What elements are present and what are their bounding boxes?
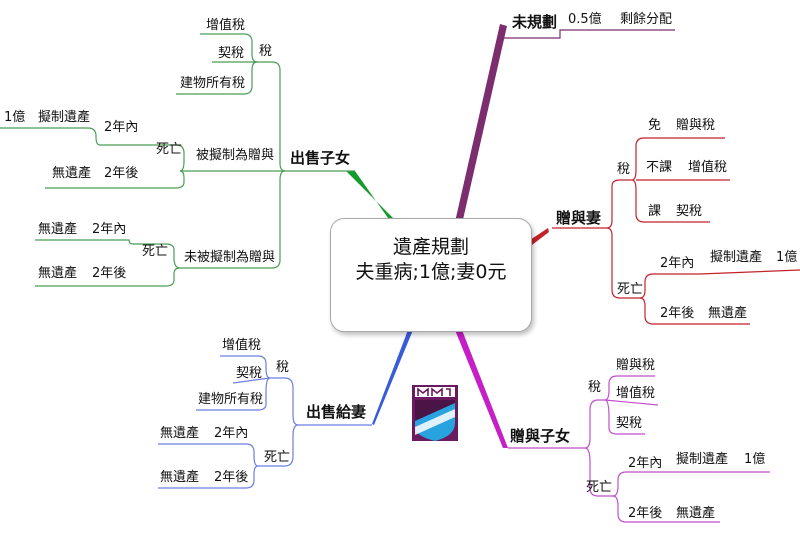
node-gift-to-wife-not-taxed-item: 增值稅 [688, 160, 728, 175]
node-deemed-gift-within-2y-amount: 1億 [4, 110, 26, 125]
node-deemed-gift-after-2y-item: 無遺產 [52, 166, 92, 181]
node-deemed-gift-within-2y: 2年內 [104, 120, 139, 135]
node-gift-to-wife-exempt-item: 贈與稅 [676, 118, 716, 133]
node-gift-to-wife-tax[interactable]: 稅 [617, 162, 631, 177]
branch-unplanned-connector [455, 24, 507, 224]
node-gift-to-children-tax-item-2: 增值稅 [616, 386, 656, 401]
node-gift-to-wife[interactable]: 贈與妻 [556, 209, 602, 227]
node-not-deemed-gift-within-2y: 2年內 [92, 222, 127, 237]
node-sell-to-children-tax-item-1: 增值稅 [206, 18, 246, 33]
node-sell-to-wife-tax-item-2: 契稅 [236, 366, 263, 381]
node-not-deemed-gift-after-2y-item: 無遺產 [38, 266, 78, 281]
company-logo-icon [412, 385, 458, 441]
node-gift-to-wife-within-2y-item: 擬制遺產 [710, 250, 763, 265]
branch-sell-to-children-connector [346, 171, 393, 218]
node-sell-to-children-tax[interactable]: 稅 [259, 44, 273, 59]
node-gift-to-wife-after-2y-item: 無遺產 [708, 306, 748, 321]
node-unplanned[interactable]: 未規劃 [512, 13, 558, 31]
node-sell-to-children-tax-item-2: 契稅 [218, 46, 245, 61]
node-gift-to-wife-within-2y-amount: 1億 [776, 250, 798, 265]
node-sell-to-wife-after-2y: 2年後 [214, 470, 249, 485]
node-gift-to-children-tax[interactable]: 稅 [588, 380, 602, 395]
node-sell-to-wife[interactable]: 出售給妻 [306, 403, 367, 421]
node-gift-to-children-after-2y: 2年後 [628, 506, 663, 521]
node-gift-to-wife-death[interactable]: 死亡 [617, 282, 644, 297]
node-deemed-gift-death[interactable]: 死亡 [156, 142, 183, 157]
node-gift-to-wife-not-taxed: 不課 [646, 160, 673, 175]
node-sell-to-wife-tax-item-1: 增值稅 [222, 338, 262, 353]
node-gift-to-children[interactable]: 贈與子女 [510, 427, 571, 445]
node-sell-to-wife-tax[interactable]: 稅 [276, 360, 290, 375]
node-gift-to-children-within-2y: 2年內 [628, 456, 663, 471]
node-gift-to-children-within-2y-amount: 1億 [744, 452, 766, 467]
node-gift-to-wife-within-2y: 2年內 [660, 256, 695, 271]
node-gift-to-children-tax-item-3: 契稅 [616, 416, 643, 431]
central-topic-subtitle: 夫重病;1億;妻0元 [355, 261, 507, 283]
node-deemed-gift[interactable]: 被擬制為贈與 [196, 148, 275, 163]
node-deemed-gift-after-2y: 2年後 [104, 166, 139, 181]
node-gift-to-wife-taxed-item: 契稅 [676, 204, 703, 219]
central-topic-title: 遺產規劃 [392, 236, 469, 258]
node-gift-to-children-within-2y-item: 擬制遺產 [676, 452, 729, 467]
node-unplanned-item: 剩餘分配 [620, 12, 673, 27]
node-sell-to-children[interactable]: 出售子女 [290, 149, 351, 167]
node-gift-to-wife-taxed: 課 [648, 204, 662, 219]
node-gift-to-children-tax-item-1: 贈與稅 [616, 358, 656, 373]
node-gift-to-children-after-2y-item: 無遺產 [676, 506, 716, 521]
branch-gift-to-wife-connector [530, 228, 549, 245]
node-not-deemed-gift-within-2y-item: 無遺產 [38, 222, 78, 237]
branch-sell-to-wife-connector [372, 330, 413, 425]
node-gift-to-children-death[interactable]: 死亡 [586, 480, 613, 495]
node-sell-to-children-tax-item-3: 建物所有稅 [180, 76, 246, 91]
node-gift-to-wife-after-2y: 2年後 [660, 306, 695, 321]
node-sell-to-wife-after-2y-item: 無遺產 [160, 470, 200, 485]
node-sell-to-wife-within-2y: 2年內 [214, 426, 249, 441]
node-sell-to-wife-tax-item-3: 建物所有稅 [198, 392, 264, 407]
central-topic[interactable]: 遺產規劃 夫重病;1億;妻0元 [330, 218, 532, 332]
node-deemed-gift-within-2y-item: 擬制遺產 [38, 110, 91, 125]
node-not-deemed-gift-death[interactable]: 死亡 [142, 244, 169, 259]
node-sell-to-wife-within-2y-item: 無遺產 [160, 426, 200, 441]
branch-gift-to-children-connector [455, 330, 508, 448]
node-not-deemed-gift-after-2y: 2年後 [92, 266, 127, 281]
node-gift-to-wife-exempt: 免 [648, 118, 662, 133]
node-unplanned-amount: 0.5億 [568, 12, 602, 27]
node-sell-to-wife-death[interactable]: 死亡 [264, 450, 291, 465]
node-not-deemed-gift[interactable]: 未被擬制為贈與 [184, 250, 276, 265]
